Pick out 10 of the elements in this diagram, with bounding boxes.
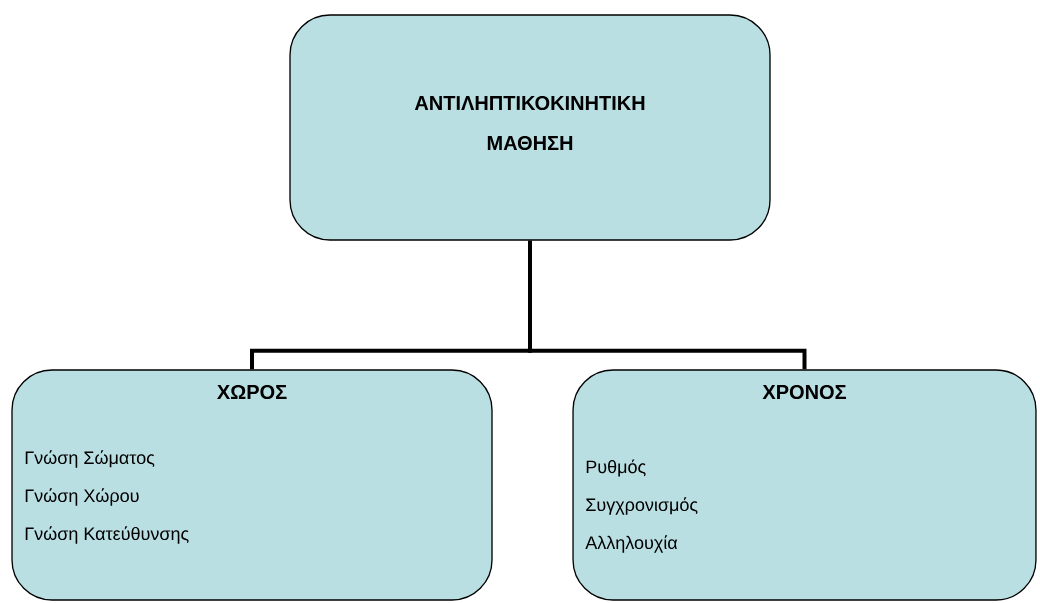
list-item: Γνώση Κατεύθυνσης bbox=[25, 526, 189, 544]
heading: ΧΡΟΝΟΣ bbox=[762, 384, 846, 400]
list-item: Αλληλουχία bbox=[585, 535, 678, 553]
list-item: Συγχρονισμός bbox=[586, 497, 698, 515]
list-item: Ρυθμός bbox=[586, 459, 646, 477]
list-item: Γνώση Χώρου bbox=[25, 488, 139, 506]
list-item: Γνώση Σώματος bbox=[25, 450, 155, 468]
heading: ΧΩΡΟΣ bbox=[217, 384, 287, 400]
connector bbox=[528, 240, 807, 370]
heading: ΑΝΤΙΛΗΠΤΙΚΟΚΙΝΗΤΙΚΗ ΜΑΘΗΣΗ bbox=[414, 95, 645, 151]
